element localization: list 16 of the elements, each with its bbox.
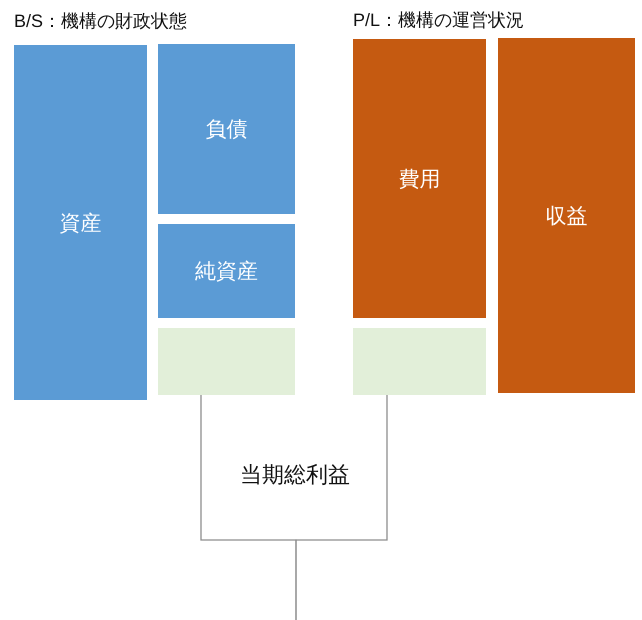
liability-block [158, 44, 295, 214]
net-asset-block [158, 224, 295, 318]
block-label: 純資産 [195, 259, 258, 285]
block-label: 費用 [398, 166, 440, 192]
expense-block [353, 39, 486, 318]
section-heading: B/S：機構の財政状態 [14, 10, 188, 33]
connector-line [295, 395, 388, 620]
net-income-text: 当期総利益 [215, 455, 375, 495]
profit-block [353, 328, 486, 395]
profit-block [158, 328, 295, 395]
block-label: 収益 [546, 204, 588, 230]
revenue-block [498, 38, 635, 393]
section-heading: P/L：機構の運営状況 [353, 9, 524, 32]
block-label: 負債 [206, 117, 248, 143]
block-label: 資産 [60, 210, 102, 236]
asset-block [14, 45, 147, 400]
